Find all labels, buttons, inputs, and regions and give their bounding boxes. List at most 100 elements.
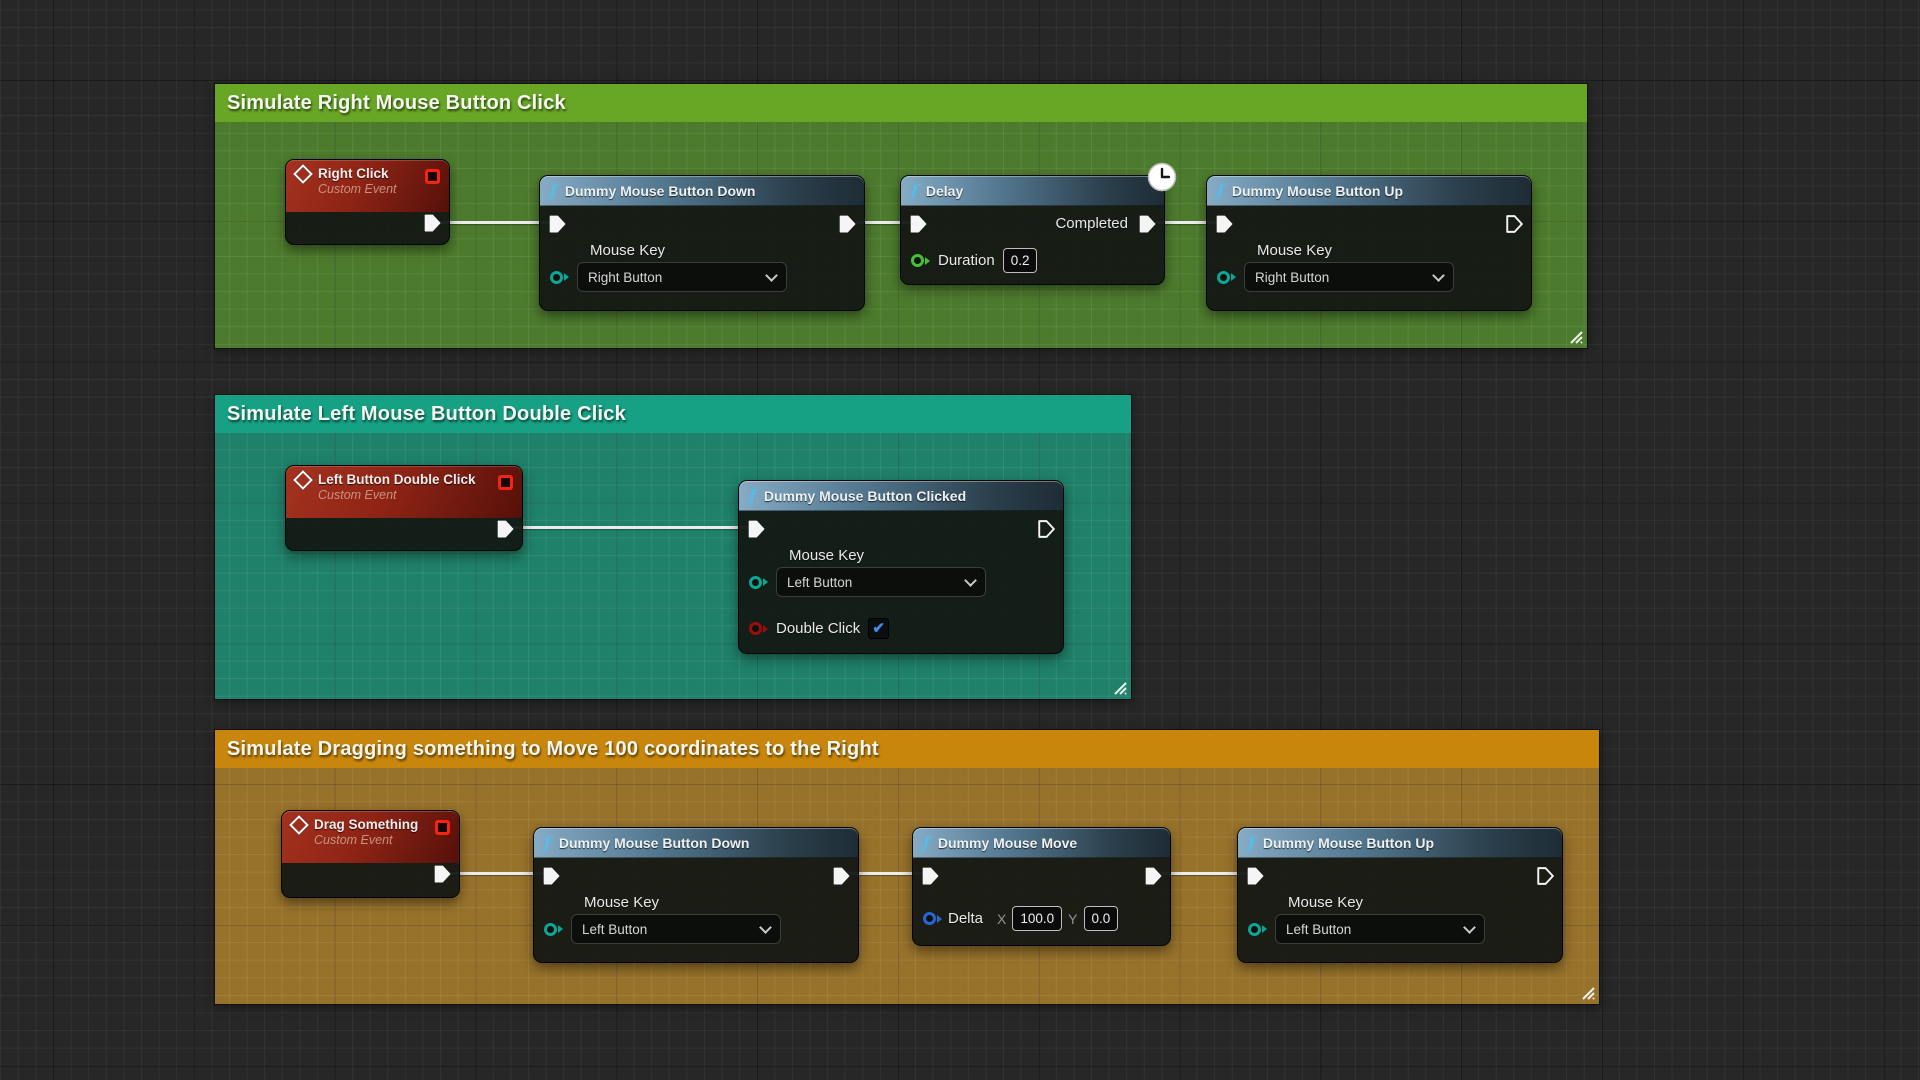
event-bind-icon[interactable]: [498, 475, 513, 490]
comment-title-bar[interactable]: Simulate Dragging something to Move 100 …: [215, 730, 1599, 768]
node-custom-event-left-button-double-click[interactable]: Left Button Double Click Custom Event: [285, 465, 523, 551]
comment-title: Simulate Dragging something to Move 100 …: [227, 737, 879, 760]
function-node-header: ƒ Dummy Mouse Button Down: [534, 828, 858, 858]
event-node-header: Right Click Custom Event: [286, 160, 449, 212]
double-click-checkbox[interactable]: ✔: [868, 618, 890, 639]
function-node-header: ƒ Delay: [901, 176, 1164, 206]
exec-out-pin[interactable]: [1536, 867, 1554, 885]
exec-out-pin[interactable]: [1144, 867, 1162, 885]
pin-label-mouse-key: Mouse Key: [789, 547, 865, 564]
exec-out-pin[interactable]: [838, 215, 856, 233]
exec-out-pin[interactable]: [1505, 215, 1523, 233]
delta-y-input[interactable]: 0.0: [1083, 906, 1119, 931]
node-title: Right Click: [318, 166, 389, 181]
enum-pin-mouse-key[interactable]: [544, 922, 563, 936]
node-dummy-mouse-button-up[interactable]: ƒ Dummy Mouse Button Up Mouse Key Left B…: [1237, 827, 1563, 963]
mouse-key-dropdown[interactable]: Right Button: [1244, 262, 1454, 292]
delta-x-input[interactable]: 100.0: [1012, 906, 1063, 931]
exec-in-pin[interactable]: [548, 215, 566, 233]
exec-wire[interactable]: [440, 221, 557, 224]
function-node-header: ƒ Dummy Mouse Button Clicked: [739, 481, 1063, 511]
event-node-header: Left Button Double Click Custom Event: [286, 466, 522, 518]
comment-title: Simulate Right Mouse Button Click: [227, 91, 566, 114]
mouse-key-dropdown[interactable]: Left Button: [776, 567, 986, 597]
comment-title-bar[interactable]: Simulate Left Mouse Button Double Click: [215, 395, 1131, 433]
node-title: Left Button Double Click: [318, 472, 476, 487]
node-custom-event-right-click[interactable]: Right Click Custom Event: [285, 159, 450, 245]
exec-wire[interactable]: [1161, 872, 1255, 875]
chevron-down-icon: [964, 573, 977, 587]
resize-grip-icon[interactable]: [1566, 327, 1584, 345]
mouse-key-dropdown[interactable]: Left Button: [1275, 914, 1485, 944]
chevron-down-icon: [765, 268, 778, 282]
node-title: Delay: [925, 183, 964, 199]
enum-pin-mouse-key[interactable]: [550, 270, 569, 284]
exec-wire[interactable]: [1155, 221, 1224, 224]
node-title: Dummy Mouse Button Up: [1231, 183, 1403, 199]
exec-out-pin-completed[interactable]: [1138, 215, 1156, 233]
exec-in-pin[interactable]: [909, 215, 927, 233]
enum-pin-mouse-key[interactable]: [1248, 922, 1267, 936]
function-node-header: ƒ Dummy Mouse Move: [913, 828, 1170, 858]
function-icon: ƒ: [550, 181, 557, 200]
custom-event-icon: [289, 814, 309, 835]
vector2d-pin-delta[interactable]: [923, 912, 942, 925]
node-dummy-mouse-button-up[interactable]: ƒ Dummy Mouse Button Up Mouse Key Right …: [1206, 175, 1532, 311]
function-icon: ƒ: [923, 833, 930, 852]
resize-grip-icon[interactable]: [1578, 983, 1596, 1001]
function-node-header: ƒ Dummy Mouse Button Up: [1207, 176, 1531, 206]
exec-wire[interactable]: [849, 872, 930, 875]
function-icon: ƒ: [1217, 181, 1224, 200]
event-node-header: Drag Something Custom Event: [282, 811, 459, 863]
node-title: Drag Something: [314, 817, 419, 832]
resize-grip-icon[interactable]: [1110, 678, 1128, 696]
event-bind-icon[interactable]: [435, 820, 450, 835]
x-axis-label: X: [997, 910, 1007, 927]
node-dummy-mouse-button-clicked[interactable]: ƒ Dummy Mouse Button Clicked Mouse Key L…: [738, 480, 1064, 654]
function-node-header: ƒ Dummy Mouse Button Down: [540, 176, 864, 206]
node-dummy-mouse-button-down[interactable]: ƒ Dummy Mouse Button Down Mouse Key Left…: [533, 827, 859, 963]
enum-pin-mouse-key[interactable]: [1217, 270, 1236, 284]
duration-input[interactable]: 0.2: [1002, 248, 1038, 273]
exec-out-pin[interactable]: [496, 520, 514, 538]
node-dummy-mouse-button-down[interactable]: ƒ Dummy Mouse Button Down Mouse Key Righ…: [539, 175, 865, 311]
bool-pin-double-click[interactable]: [749, 622, 768, 635]
exec-in-pin[interactable]: [747, 520, 765, 538]
enum-pin-mouse-key[interactable]: [749, 575, 768, 589]
pin-label-mouse-key: Mouse Key: [584, 894, 660, 911]
comment-title-bar[interactable]: Simulate Right Mouse Button Click: [215, 84, 1587, 122]
event-bind-icon[interactable]: [425, 169, 440, 184]
exec-out-pin[interactable]: [832, 867, 850, 885]
function-icon: ƒ: [911, 181, 918, 200]
node-title: Dummy Mouse Move: [937, 835, 1078, 851]
chevron-down-icon: [759, 920, 772, 934]
pin-label-duration: Duration: [938, 252, 995, 269]
float-pin-duration[interactable]: [911, 254, 930, 267]
pin-label-mouse-key: Mouse Key: [1257, 242, 1333, 259]
exec-out-pin[interactable]: [423, 214, 441, 232]
exec-wire[interactable]: [513, 526, 756, 529]
exec-in-pin[interactable]: [1246, 867, 1264, 885]
custom-event-icon: [293, 163, 313, 184]
mouse-key-dropdown[interactable]: Right Button: [577, 262, 787, 292]
exec-in-pin[interactable]: [1215, 215, 1233, 233]
chevron-down-icon: [1463, 920, 1476, 934]
exec-wire[interactable]: [450, 872, 551, 875]
check-icon: ✔: [872, 620, 885, 637]
exec-out-pin[interactable]: [433, 865, 451, 883]
pin-label-mouse-key: Mouse Key: [1288, 894, 1364, 911]
exec-in-pin[interactable]: [921, 867, 939, 885]
custom-event-icon: [293, 469, 313, 490]
exec-out-pin[interactable]: [1037, 520, 1055, 538]
node-dummy-mouse-move[interactable]: ƒ Dummy Mouse Move Delta X 100.0 Y 0.0: [912, 827, 1171, 946]
exec-wire[interactable]: [855, 221, 918, 224]
node-delay[interactable]: ƒ Delay Completed Duration 0.2: [900, 162, 1177, 285]
node-custom-event-drag-something[interactable]: Drag Something Custom Event: [281, 810, 460, 898]
node-subtitle: Custom Event: [318, 182, 397, 196]
exec-in-pin[interactable]: [542, 867, 560, 885]
node-title: Dummy Mouse Button Down: [558, 835, 750, 851]
mouse-key-dropdown[interactable]: Left Button: [571, 914, 781, 944]
pin-label-completed: Completed: [1055, 215, 1128, 232]
y-axis-label: Y: [1068, 910, 1078, 927]
